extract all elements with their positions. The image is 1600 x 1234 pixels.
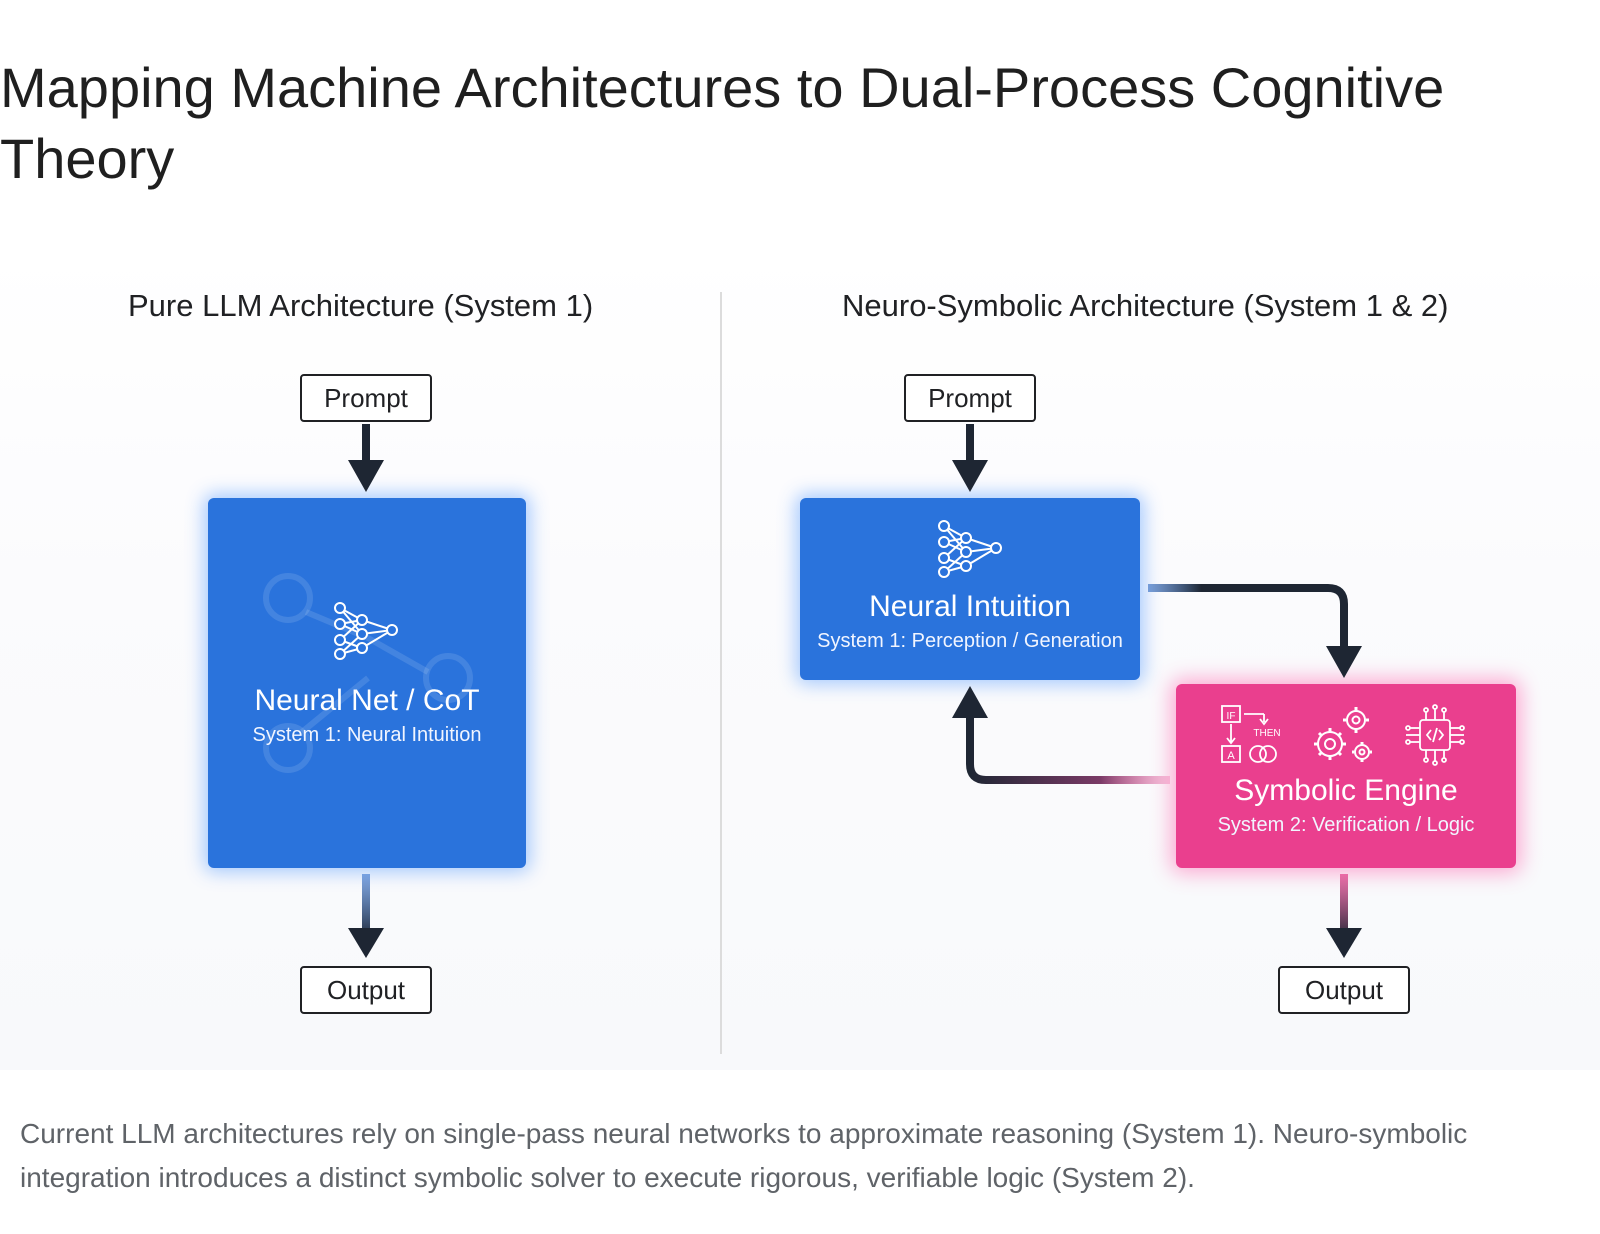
neural-intuition-subtitle: System 1: Perception / Generation <box>817 630 1123 652</box>
right-prompt-box: Prompt <box>904 374 1036 422</box>
left-panel-title: Pure LLM Architecture (System 1) <box>128 288 594 323</box>
then-label: THEN <box>1253 728 1280 739</box>
neural-network-icon <box>334 602 398 660</box>
neural-net-cot-title: Neural Net / CoT <box>254 684 480 717</box>
neural-network-icon <box>938 520 1002 578</box>
figure-caption: Current LLM architectures rely on single… <box>20 1118 1468 1193</box>
a-label: A <box>1227 750 1235 762</box>
left-prompt-box: Prompt <box>300 374 432 422</box>
right-output-label: Output <box>1304 974 1384 1005</box>
neural-intuition-block: Neural Intuition System 1: Perception / … <box>800 498 1140 680</box>
right-prompt-label: Prompt <box>928 382 1012 413</box>
neural-intuition-title: Neural Intuition <box>869 590 1071 623</box>
right-output-box: Output <box>1278 966 1410 1014</box>
gears-icon <box>1314 707 1372 762</box>
left-prompt-label: Prompt <box>324 382 408 413</box>
symbolic-engine-subtitle: System 2: Verification / Logic <box>1217 814 1475 836</box>
symbolic-engine-block: IF A THEN <box>1176 684 1516 868</box>
if-then-logic-icon: IF A THEN <box>1221 705 1281 763</box>
left-output-box: Output <box>300 966 432 1014</box>
neural-network-background-icon <box>263 573 473 773</box>
panel-divider <box>720 292 722 1054</box>
left-output-label: Output <box>326 974 406 1005</box>
if-label: IF <box>1227 711 1236 722</box>
neural-net-cot-subtitle: System 1: Neural Intuition <box>252 724 482 746</box>
circuit-chip-icon <box>1405 704 1465 766</box>
right-panel-title: Neuro-Symbolic Architecture (System 1 & … <box>842 288 1449 323</box>
symbolic-engine-title: Symbolic Engine <box>1234 774 1458 807</box>
page-title: Mapping Machine Architectures to Dual-Pr… <box>0 56 1445 190</box>
neural-net-cot-block: Neural Net / CoT System 1: Neural Intuit… <box>208 498 526 868</box>
